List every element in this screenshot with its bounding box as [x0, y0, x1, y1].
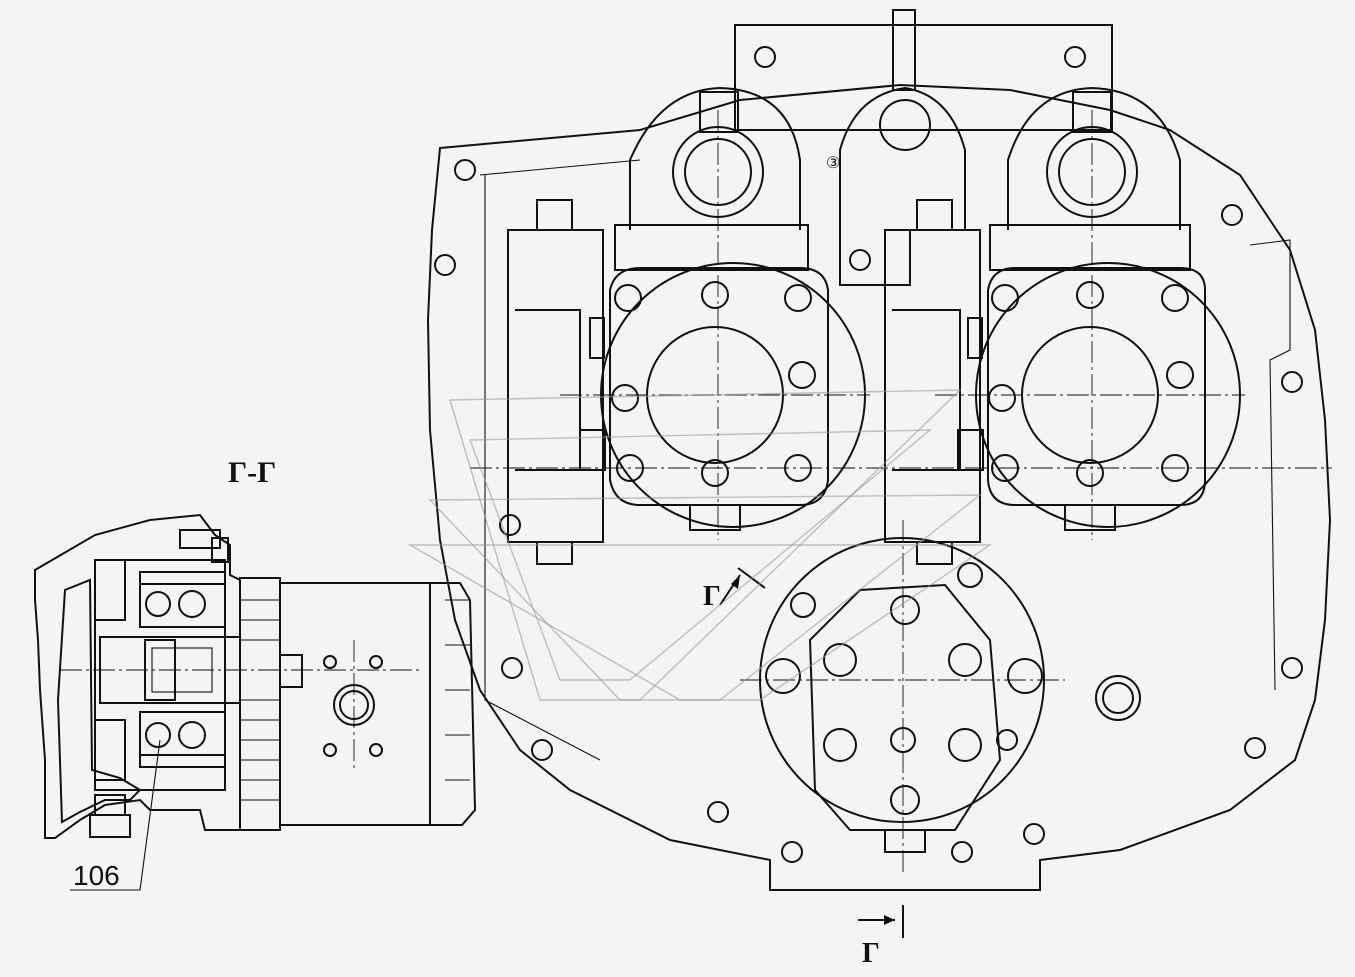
housing-outline [426, 83, 1332, 891]
pump-body [279, 582, 431, 826]
left-lever [629, 86, 801, 230]
watermark-logo [407, 389, 993, 701]
section-view [34, 513, 477, 891]
center-bracket: ③ [826, 86, 966, 286]
left-pump [600, 224, 866, 531]
centerlines [470, 110, 1332, 875]
upper-bearing [139, 571, 226, 628]
bearing-bore [94, 559, 226, 791]
flange [239, 577, 281, 831]
left-valve-block [507, 199, 606, 565]
end-cover [429, 582, 477, 826]
lower-bearing [139, 711, 226, 768]
section-mark-upper: Г [703, 581, 721, 612]
lower-pump [759, 537, 1045, 853]
mount-holes [434, 159, 1303, 863]
circle-marker: ③ [826, 155, 840, 172]
part-number: 106 [73, 860, 120, 891]
main-view: ③ [426, 9, 1332, 938]
right-valve-block [884, 199, 984, 565]
section-title: Г-Г [228, 456, 276, 489]
right-pump [975, 224, 1241, 531]
right-lever [1007, 86, 1181, 230]
section-mark-lower: Г [862, 938, 880, 969]
top-plate [734, 24, 1113, 131]
side-plug [1095, 675, 1141, 721]
housing-wall [34, 513, 241, 839]
section-cut-lower [858, 905, 904, 938]
